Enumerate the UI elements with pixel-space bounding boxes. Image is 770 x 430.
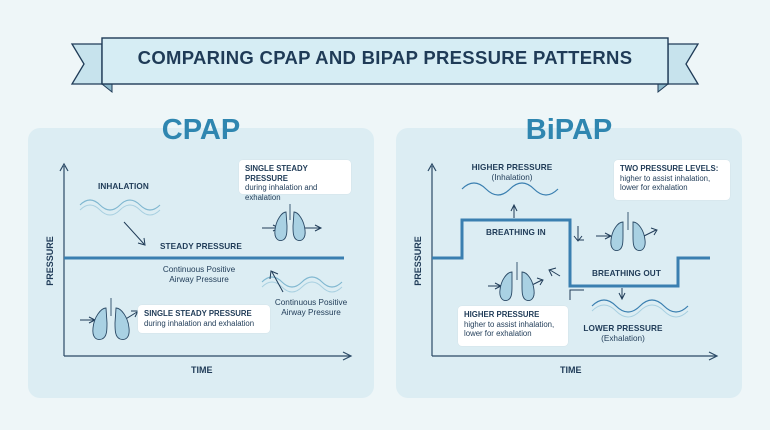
arrow-icon: [548, 267, 561, 277]
title-ribbon: [70, 37, 700, 94]
cpap-right-label: Continuous Positive Airway Pressure: [274, 298, 348, 317]
lungs-icon: [499, 262, 535, 301]
arrow-icon: [573, 226, 584, 242]
bipap-x-axis-label: TIME: [560, 365, 582, 375]
wave-icon: [261, 276, 343, 288]
cpap-box-top-heading: SINGLE STEADY PRESSURE: [245, 164, 308, 183]
bipap-box-text: higher to assist inhalation, lower for e…: [464, 319, 555, 339]
wave-icon: [591, 299, 689, 313]
cpap-info-box-top: SINGLE STEADY PRESSURE during inhalation…: [239, 160, 351, 202]
lungs-icon: [92, 298, 130, 340]
lungs-icon: [610, 212, 646, 251]
arrow-icon: [596, 232, 613, 240]
arrow-icon: [269, 270, 284, 293]
arrow-icon: [569, 289, 584, 300]
lungs-icon: [274, 204, 306, 241]
cpap-title: CPAP: [161, 114, 241, 146]
bipap-lower-pressure-label: LOWER PRESSURE (Exhalation): [578, 324, 668, 344]
bipap-pressure-line: [432, 218, 710, 288]
cpap-panel: [28, 128, 374, 398]
bipap-breathing-in-label: BREATHING IN: [486, 228, 546, 237]
bipap-box-heading: HIGHER PRESSURE: [464, 310, 540, 319]
bipap-breathing-out-label: BREATHING OUT: [592, 269, 661, 278]
wave-icon: [591, 304, 689, 318]
bipap-higher-heading: HIGHER PRESSURE: [471, 163, 553, 172]
cpap-continuous-label: Continuous Positive Airway Pressure: [162, 265, 236, 284]
arrow-icon: [618, 288, 626, 301]
bipap-axes: [427, 162, 719, 361]
cpap-box-bottom-text: during inhalation and exhalation: [144, 318, 255, 328]
cpap-inhalation-label: INHALATION: [98, 182, 149, 191]
cpap-y-axis-label: PRESSURE: [45, 236, 55, 286]
cpap-box-top-text: during inhalation and exhalation: [245, 183, 318, 202]
arrow-icon: [510, 203, 518, 218]
bipap-title: BiPAP: [525, 114, 613, 146]
cpap-axes: [59, 162, 353, 361]
cpap-info-box-bottom: SINGLE STEADY PRESSURE during inhalation…: [138, 305, 270, 333]
wave-icon: [261, 281, 343, 293]
cpap-x-axis-label: TIME: [191, 365, 213, 375]
arrow-icon: [643, 227, 658, 237]
bipap-two-levels-heading: TWO PRESSURE LEVELS:: [620, 164, 719, 173]
cpap-box-bottom-heading: SINGLE STEADY PRESSURE: [144, 309, 252, 318]
cpap-steady-label: STEADY PRESSURE: [160, 242, 242, 251]
wave-icon: [79, 199, 161, 211]
bipap-two-levels-text: higher to assist inhalation, lower for e…: [620, 173, 711, 193]
bipap-info-box-top: TWO PRESSURE LEVELS: higher to assist in…: [614, 160, 730, 200]
wave-icon: [79, 204, 161, 216]
bipap-higher-sub: (Inhalation): [491, 173, 533, 182]
bipap-lower-heading: LOWER PRESSURE: [583, 324, 663, 333]
wave-icon: [461, 182, 559, 196]
bipap-lower-sub: (Exhalation): [601, 334, 645, 343]
page-title: COMPARING CPAP AND BIPAP PRESSURE PATTER…: [137, 47, 633, 68]
bipap-y-axis-label: PRESSURE: [413, 236, 423, 286]
bipap-info-box-bottom: HIGHER PRESSURE higher to assist inhalat…: [458, 306, 568, 346]
arrow-icon: [123, 221, 146, 246]
bipap-higher-pressure-label: HIGHER PRESSURE (Inhalation): [464, 163, 560, 183]
